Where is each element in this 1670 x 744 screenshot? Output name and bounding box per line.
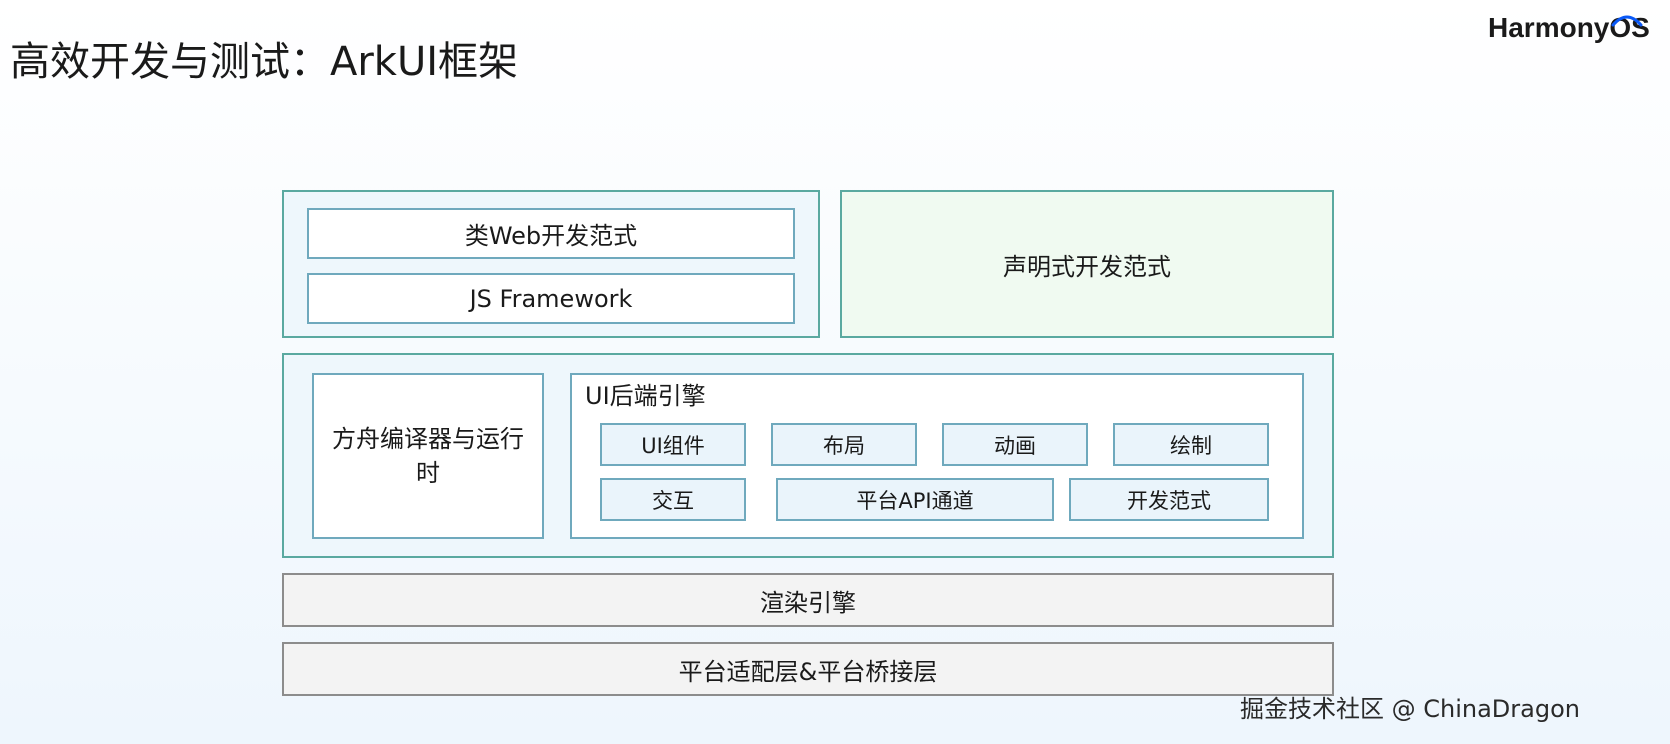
compiler-runtime-box: 方舟编译器与运行时 [312, 373, 544, 539]
web-paradigm-box: 类Web开发范式 [307, 208, 795, 259]
render-engine-layer: 渲染引擎 [282, 573, 1334, 627]
page-title: 高效开发与测试：ArkUI框架 [10, 39, 519, 85]
ui-backend-engine-title: UI后端引擎 [585, 382, 706, 410]
js-framework-box: JS Framework [307, 273, 795, 324]
module-animation: 动画 [942, 423, 1088, 466]
module-interaction: 交互 [600, 478, 746, 521]
harmonyos-logo-arc-icon [1611, 15, 1643, 27]
platform-adapter-bridge-layer: 平台适配层&平台桥接层 [282, 642, 1334, 696]
module-dev-paradigm: 开发范式 [1069, 478, 1269, 521]
module-ui-components: UI组件 [600, 423, 746, 466]
module-platform-api-channel: 平台API通道 [776, 478, 1054, 521]
watermark: 掘金技术社区 @ ChinaDragon [1240, 695, 1580, 723]
declarative-paradigm-box: 声明式开发范式 [840, 190, 1334, 338]
module-layout: 布局 [771, 423, 917, 466]
module-drawing: 绘制 [1113, 423, 1269, 466]
